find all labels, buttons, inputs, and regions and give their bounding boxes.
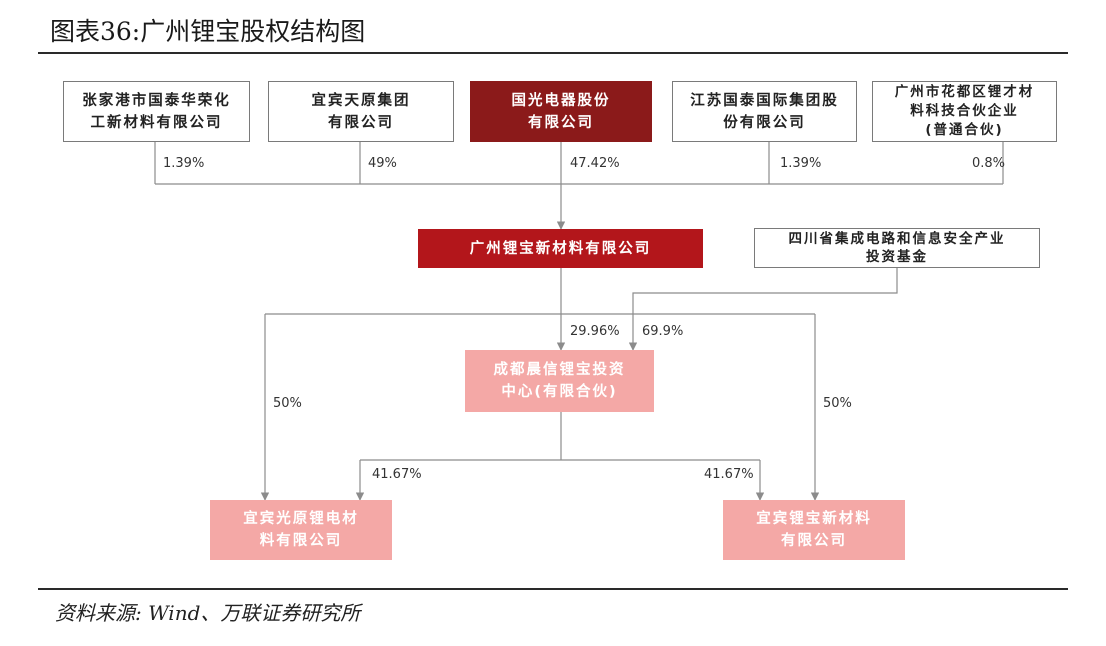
- shareholder-yibin-tianyuan: 宜宾天原集团 有限公司: [268, 81, 454, 142]
- pct-sh5: 0.8%: [972, 156, 1006, 171]
- source-note: 资料来源: Wind、万联证券研究所: [55, 601, 361, 625]
- pct-center-from-fund: 69.9%: [642, 324, 684, 339]
- shareholder-guotai-huarong: 张家港市国泰华荣化 工新材料有限公司: [63, 81, 250, 142]
- pct-sub1-direct: 50%: [273, 396, 302, 411]
- fund-sichuan: 四川省集成电路和信息安全产业 投资基金: [754, 228, 1040, 268]
- shareholder-guoguang: 国光电器股份 有限公司: [470, 81, 652, 142]
- pct-sub1-center: 41.67%: [372, 467, 422, 482]
- subsidiary-yibin-guangyuan: 宜宾光原锂电材 料有限公司: [210, 500, 392, 560]
- subsidiary-yibin-libao: 宜宾锂宝新材料 有限公司: [723, 500, 905, 560]
- pct-sub2-direct: 50%: [823, 396, 852, 411]
- page-title: 图表36:广州锂宝股权结构图: [50, 17, 366, 46]
- bottom-rule: [38, 588, 1068, 590]
- center-chengdu-chenxin: 成都晨信锂宝投资 中心(有限合伙): [465, 350, 654, 412]
- company-guangzhou-libao: 广州锂宝新材料有限公司: [418, 229, 703, 268]
- pct-center-from-company: 29.96%: [570, 324, 620, 339]
- shareholder-huadu-licai: 广州市花都区锂才材 料科技合伙企业 (普通合伙): [872, 81, 1057, 142]
- pct-sh2: 49%: [368, 156, 397, 171]
- pct-sub2-center: 41.67%: [704, 467, 754, 482]
- pct-sh4: 1.39%: [780, 156, 822, 171]
- top-rule: [38, 52, 1068, 54]
- shareholder-jiangsu-guotai: 江苏国泰国际集团股 份有限公司: [672, 81, 857, 142]
- pct-sh1: 1.39%: [163, 156, 205, 171]
- fund-to-center: [628, 268, 898, 351]
- pct-sh3: 47.42%: [570, 156, 620, 171]
